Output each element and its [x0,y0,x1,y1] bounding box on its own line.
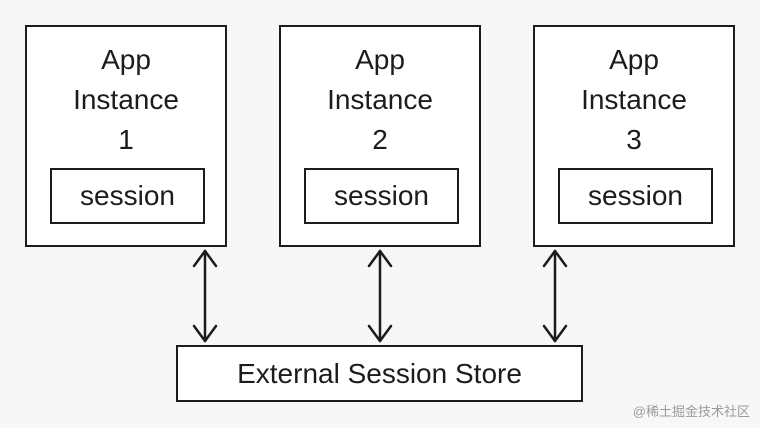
bidirectional-arrow-2 [367,249,393,343]
session-box-1: session [50,168,205,224]
app-instance-title-instance: Instance [327,84,433,115]
app-instance-title-instance: Instance [73,84,179,115]
app-instance-title-app: App [355,44,405,75]
bidirectional-arrow-3 [542,249,568,343]
watermark-text: @稀土掘金技术社区 [632,404,750,419]
app-instance-box-2: App Instance 2 session [279,25,481,247]
app-instance-number: 2 [372,124,388,155]
app-instance-number: 3 [626,124,642,155]
app-instance-title-3: App Instance 3 [535,40,733,160]
app-instance-title-1: App Instance 1 [27,40,225,160]
session-box-2: session [304,168,459,224]
app-instance-box-3: App Instance 3 session [533,25,735,247]
app-instance-title-2: App Instance 2 [281,40,479,160]
app-instance-box-1: App Instance 1 session [25,25,227,247]
app-instance-title-app: App [609,44,659,75]
app-instance-title-app: App [101,44,151,75]
session-box-3: session [558,168,713,224]
bidirectional-arrow-1 [192,249,218,343]
app-instance-title-instance: Instance [581,84,687,115]
app-instance-number: 1 [118,124,134,155]
external-session-store-box: External Session Store [176,345,583,402]
